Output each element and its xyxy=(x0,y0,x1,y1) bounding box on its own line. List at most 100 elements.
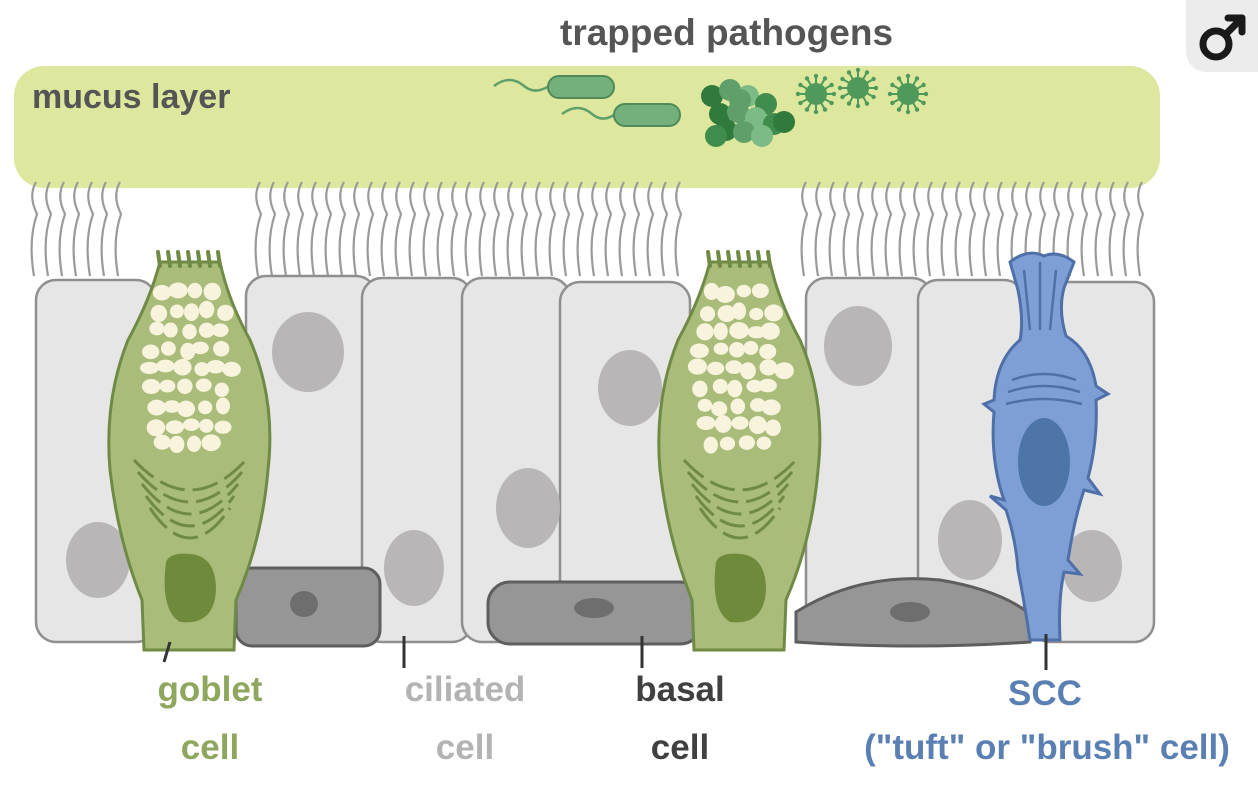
mucin-granule xyxy=(761,399,781,416)
mucin-granule xyxy=(201,434,221,452)
mucin-granule xyxy=(142,344,160,360)
cilium xyxy=(58,181,67,277)
mucin-granule xyxy=(141,378,161,395)
ciliated-cell-label-line2: cell xyxy=(435,728,495,767)
nucleus xyxy=(598,350,662,426)
goblet-cell-label: goblet xyxy=(157,670,263,709)
mucin-granule xyxy=(198,300,215,319)
label-pointers xyxy=(162,634,1048,670)
mucin-granule xyxy=(217,304,234,322)
ciliated-nuclei xyxy=(66,306,1122,606)
golgi-arc xyxy=(132,458,248,492)
mucin-granule xyxy=(764,304,784,322)
cilium xyxy=(548,181,557,277)
cilium xyxy=(814,181,823,277)
cilium xyxy=(464,181,473,277)
mucin-granule xyxy=(149,321,165,336)
mucin-granule xyxy=(749,307,764,321)
golgi-arc xyxy=(690,483,790,516)
goblet-microvillus xyxy=(746,250,752,268)
mucin-granule xyxy=(731,416,749,430)
virus-icon xyxy=(887,73,929,115)
mucin-granule xyxy=(696,416,716,431)
cilium xyxy=(646,181,655,277)
mucin-granule xyxy=(147,399,166,416)
golgi-arc xyxy=(140,483,240,516)
cilium xyxy=(590,181,599,277)
mucin-granule xyxy=(731,302,747,320)
cilium xyxy=(394,181,403,277)
cilium xyxy=(660,181,669,277)
corner-badge[interactable] xyxy=(1186,0,1258,72)
virus-icon xyxy=(795,73,837,115)
mucin-granule xyxy=(177,378,193,395)
male-symbol-icon xyxy=(1199,14,1246,61)
golgi-arc xyxy=(148,507,232,540)
cilium xyxy=(478,181,487,277)
mucin-granule xyxy=(736,284,752,298)
mucin-granule xyxy=(692,380,708,398)
mucin-granule xyxy=(729,342,745,358)
golgi-arc xyxy=(698,507,782,540)
cilium xyxy=(1094,181,1103,277)
cilium xyxy=(884,181,893,277)
goblet-microvillus xyxy=(166,250,172,268)
coccus xyxy=(733,121,755,143)
mucin-granule xyxy=(182,418,200,431)
goblet-cell xyxy=(107,250,272,652)
cilium xyxy=(352,181,361,277)
mucin-granule xyxy=(758,378,777,393)
mucin-granule xyxy=(759,343,777,360)
mucin-granule xyxy=(712,378,728,394)
mucin-granule xyxy=(214,382,229,397)
cilium xyxy=(422,181,431,277)
mucin-granule xyxy=(703,436,718,454)
cilia xyxy=(30,181,1145,277)
cilium xyxy=(632,181,641,277)
cilium xyxy=(254,181,263,277)
mucin-granule xyxy=(756,436,772,450)
coccus xyxy=(773,111,795,133)
cilium xyxy=(506,181,515,277)
mucin-granule xyxy=(751,283,769,299)
mucin-granule xyxy=(169,304,184,319)
basal-cell-label: basal xyxy=(635,670,725,709)
goblet-pointer xyxy=(162,641,172,663)
cilium xyxy=(898,181,907,277)
mucin-granule xyxy=(215,397,230,415)
cilium xyxy=(828,181,837,277)
cilium xyxy=(296,181,305,277)
mucin-granule xyxy=(197,400,213,415)
goblet-microvillus xyxy=(176,250,182,268)
cilium xyxy=(436,181,445,277)
mucin-granule xyxy=(746,379,763,393)
mucin-granule xyxy=(187,435,202,453)
nucleus xyxy=(66,522,130,598)
mucin-granule xyxy=(180,342,196,361)
cilium xyxy=(1136,181,1145,277)
goblet-microvillus xyxy=(186,250,192,268)
cilium xyxy=(100,181,109,277)
mucin-granule xyxy=(743,340,759,355)
cilium xyxy=(954,181,963,277)
golgi-arc xyxy=(682,458,798,492)
cilium xyxy=(870,181,879,277)
cilium xyxy=(1108,181,1117,277)
cilium xyxy=(534,181,543,277)
goblet-microvillus xyxy=(756,250,762,268)
basal-nucleus xyxy=(290,591,318,617)
mucin-granule xyxy=(740,362,756,380)
mucin-granule xyxy=(173,358,192,376)
cilium xyxy=(338,181,347,277)
scc-nucleus xyxy=(1018,418,1070,506)
mucin-granule xyxy=(139,361,160,374)
goblet-cell xyxy=(657,250,822,652)
mucin-granule xyxy=(774,362,794,380)
mucin-granule xyxy=(222,361,241,377)
cilium xyxy=(72,181,81,277)
cilium xyxy=(310,181,319,277)
virus-icons xyxy=(795,67,929,115)
pathogens xyxy=(493,67,929,147)
